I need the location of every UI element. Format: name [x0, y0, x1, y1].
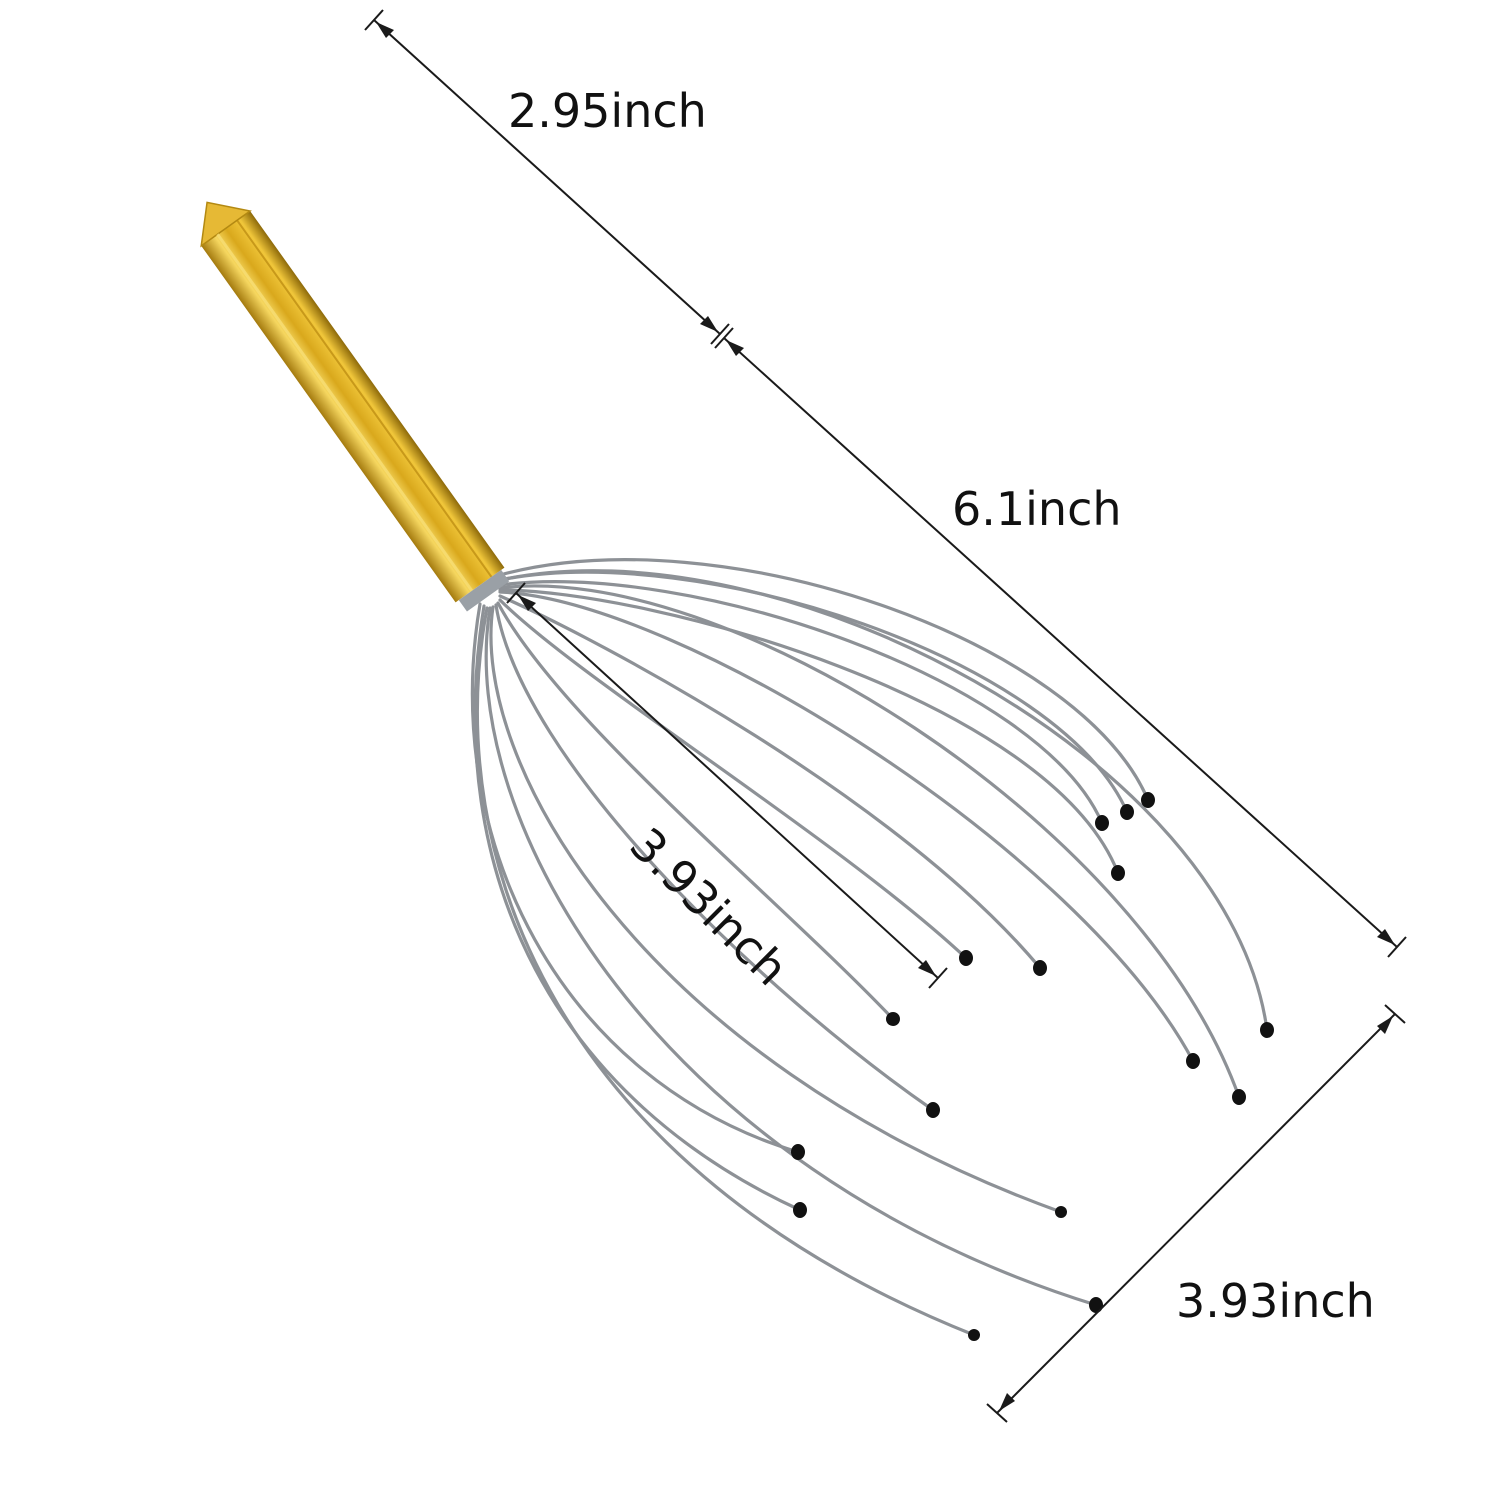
prong-tip — [1111, 865, 1125, 881]
wire-prong — [496, 601, 895, 1021]
prong-tip — [1232, 1089, 1246, 1105]
wire-prong — [494, 603, 935, 1112]
wire-prong — [498, 590, 1195, 1063]
gold-handle — [200, 201, 510, 612]
dimension-prong-length — [506, 582, 948, 989]
wire-prongs — [470, 558, 1269, 1337]
dimension-lines — [364, 9, 1407, 1423]
prong-tip — [1141, 792, 1155, 808]
dimension-handle-length — [364, 9, 730, 345]
prong-tip — [886, 1012, 900, 1026]
wire-prong — [473, 604, 802, 1212]
wire-prong — [498, 569, 1269, 1032]
prong-tip — [926, 1102, 940, 1118]
wire-prong — [498, 580, 1104, 825]
wire-prong — [498, 584, 1241, 1099]
prong-tip — [1260, 1022, 1274, 1038]
prong-tip — [1186, 1053, 1200, 1069]
prong-tip — [1033, 960, 1047, 976]
total-length-label: 6.1inch — [952, 482, 1122, 536]
prong-tip — [791, 1144, 805, 1160]
prong-tip — [959, 950, 973, 966]
wire-prong — [484, 606, 1098, 1307]
prong-tip — [968, 1329, 980, 1341]
prong-tip — [1089, 1297, 1103, 1313]
handle-length-label: 2.95inch — [508, 84, 707, 138]
prong-tip — [1120, 804, 1134, 820]
head-width-label: 3.93inch — [1176, 1274, 1375, 1328]
wire-prong — [475, 606, 976, 1337]
wire-prong — [498, 598, 968, 960]
dimension-head-width — [986, 1004, 1406, 1423]
wire-prong — [498, 594, 1042, 970]
rubber-tips — [791, 792, 1274, 1341]
wire-prong — [489, 605, 1063, 1214]
dimension-total-length — [714, 327, 1407, 958]
prong-tip — [1095, 815, 1109, 831]
wire-prong — [498, 558, 1150, 802]
wire-prong — [498, 588, 1120, 875]
wire-prong — [470, 602, 800, 1154]
wire-prong — [498, 570, 1129, 814]
prong-tip — [793, 1202, 807, 1218]
prong-tip — [1055, 1206, 1067, 1218]
